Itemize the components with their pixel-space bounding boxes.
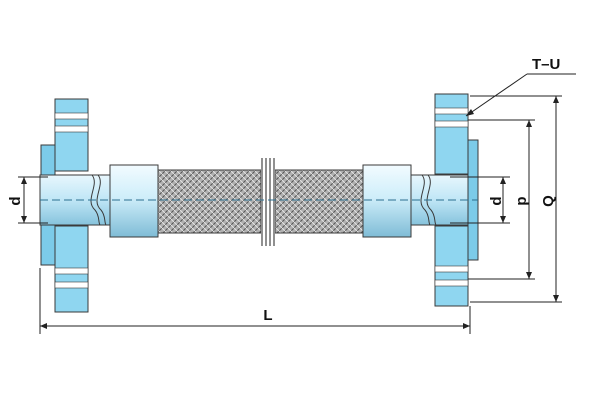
dimension-bore-left: d [7, 176, 48, 224]
dimension-outer-diameter: Q [470, 95, 562, 303]
braided-hose [157, 169, 364, 234]
label-pitch-diameter: p [513, 196, 530, 205]
label-bolt-spec: T–U [532, 56, 560, 73]
label-bore-right: d [488, 196, 505, 205]
label-length: L [263, 307, 272, 324]
dimension-pitch-diameter: p [468, 119, 535, 280]
leader-bolt-spec: T–U [465, 56, 576, 117]
left-flange [39, 98, 111, 313]
dimension-bore-right: d [450, 176, 510, 224]
label-bore-left: d [7, 196, 24, 205]
right-flange [410, 93, 479, 307]
break-symbol [261, 158, 275, 246]
left-sleeve [109, 164, 159, 238]
right-sleeve [362, 164, 412, 238]
label-outer-diameter: Q [540, 195, 557, 207]
dimension-length: L [39, 268, 471, 334]
